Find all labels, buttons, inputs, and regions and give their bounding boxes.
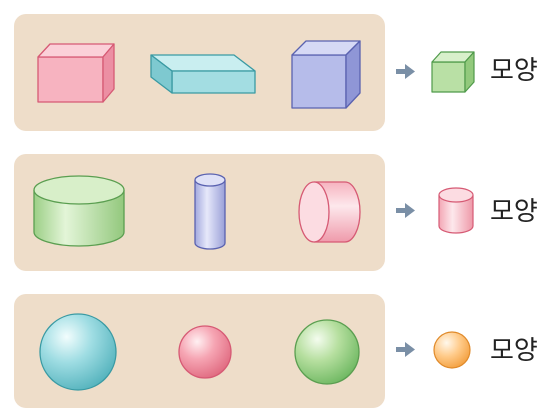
blue-tall-cylinder-icon (194, 173, 226, 250)
green-sphere-icon (294, 319, 360, 385)
blue-cube-icon (291, 40, 361, 109)
arrow-icon (396, 203, 415, 218)
shape-label-box: 모양 (490, 56, 538, 86)
shape-label-cylinder: 모양 (490, 197, 538, 227)
arrow-icon (396, 342, 415, 357)
pink-box-icon (37, 43, 115, 103)
green-cylinder-icon (33, 175, 125, 247)
pink-sphere-icon (178, 325, 232, 379)
cyan-sphere-icon (39, 313, 117, 391)
pink-cylinder-icon (438, 187, 474, 234)
orange-sphere-icon (433, 331, 471, 369)
arrow-icon (396, 64, 415, 79)
green-cube-icon (431, 51, 475, 93)
cyan-flat-box-icon (150, 54, 256, 94)
shape-label-sphere: 모양 (490, 336, 538, 366)
pink-lying-cylinder-icon (298, 181, 361, 243)
